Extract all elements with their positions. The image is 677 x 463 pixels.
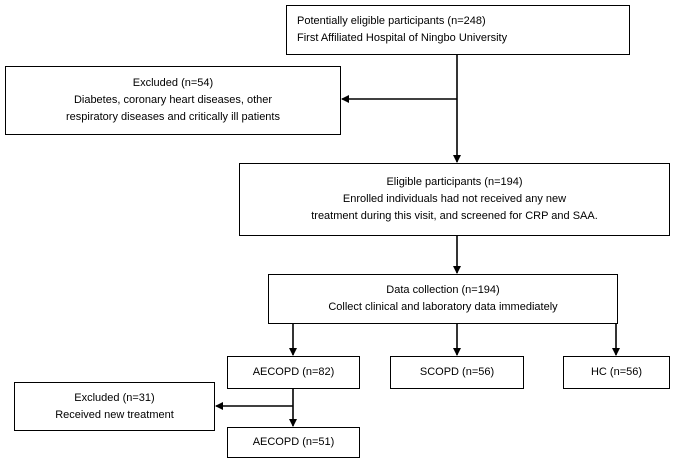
node-eligible-detail-1: Enrolled individuals had not received an… xyxy=(342,193,567,205)
node-excluded-first-title: Excluded (n=54) xyxy=(132,77,214,89)
node-data-collection-detail: Collect clinical and laboratory data imm… xyxy=(328,301,558,313)
node-hc-label: HC (n=56) xyxy=(590,366,643,378)
node-data-collection-title: Data collection (n=194) xyxy=(386,284,500,296)
node-hc: HC (n=56) xyxy=(563,356,670,389)
node-excluded-first-detail-2: respiratory diseases and critically ill … xyxy=(66,111,280,123)
node-aecopd: AECOPD (n=82) xyxy=(227,356,360,389)
node-excluded-first: Excluded (n=54) Diabetes, coronary heart… xyxy=(5,66,341,135)
node-eligible-title: Eligible participants (n=194) xyxy=(386,176,523,188)
node-excluded-second-title: Excluded (n=31) xyxy=(74,391,155,404)
node-excluded-second: Excluded (n=31) Received new treatment xyxy=(14,382,215,431)
node-potentially-eligible-title: Potentially eligible participants (n=248… xyxy=(297,15,486,27)
node-eligible: Eligible participants (n=194) Enrolled i… xyxy=(239,163,670,236)
node-aecopd-final-label: AECOPD (n=51) xyxy=(252,436,335,448)
node-eligible-detail-2: treatment during this visit, and screene… xyxy=(311,210,598,222)
node-data-collection: Data collection (n=194) Collect clinical… xyxy=(268,274,618,324)
node-scopd: SCOPD (n=56) xyxy=(390,356,524,389)
node-excluded-second-detail: Received new treatment xyxy=(55,408,174,421)
node-aecopd-final: AECOPD (n=51) xyxy=(227,427,360,458)
node-potentially-eligible: Potentially eligible participants (n=248… xyxy=(286,5,630,55)
node-scopd-label: SCOPD (n=56) xyxy=(419,366,495,378)
node-aecopd-label: AECOPD (n=82) xyxy=(252,366,335,378)
node-potentially-eligible-detail: First Affiliated Hospital of Ningbo Univ… xyxy=(297,32,508,44)
node-excluded-first-detail-1: Diabetes, coronary heart diseases, other xyxy=(73,94,273,106)
